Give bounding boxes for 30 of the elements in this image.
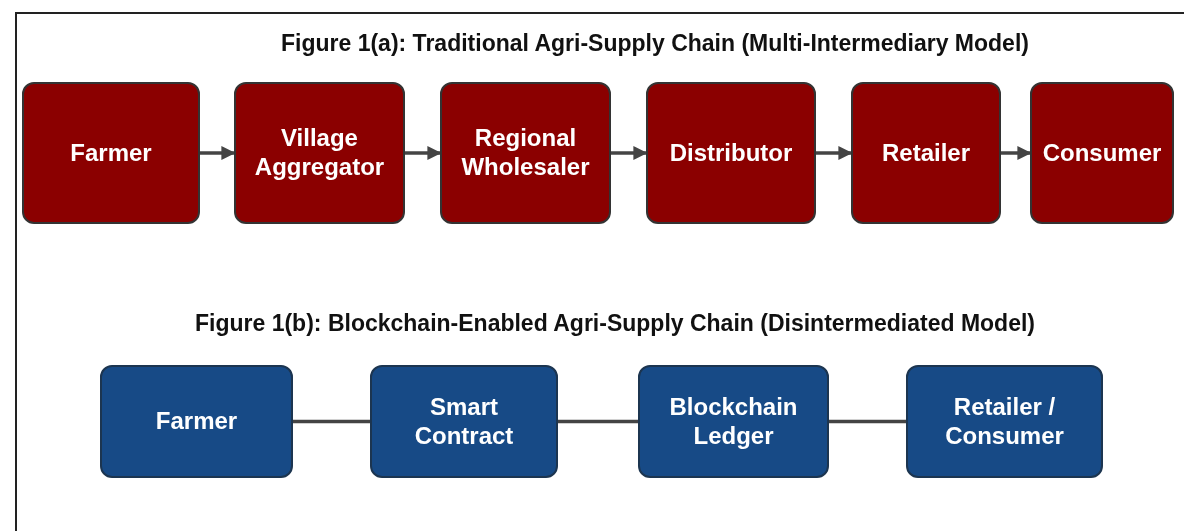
- connector-line: [558, 419, 638, 424]
- process-box: [234, 82, 405, 224]
- process-box: [851, 82, 1001, 224]
- box-label: Farmer: [155, 407, 238, 436]
- box-label: Retailer / Consumer: [944, 392, 1065, 451]
- box-label: Blockchain Ledger: [668, 392, 799, 451]
- process-box: [370, 365, 558, 478]
- arrow: [816, 146, 853, 160]
- arrow: [611, 146, 648, 160]
- process-box: [440, 82, 611, 224]
- figure-title: Figure 1(b): Blockchain-Enabled Agri-Supply Chain (Disintermediated Model): [195, 310, 1035, 337]
- process-box: [646, 82, 816, 224]
- connector-line: [293, 419, 370, 424]
- process-box: [906, 365, 1103, 478]
- box-label: Smart Contract: [413, 392, 515, 451]
- box-label: Village Aggregator: [253, 124, 386, 182]
- process-box: [638, 365, 829, 478]
- arrow: [1001, 146, 1032, 160]
- process-box: [1030, 82, 1174, 224]
- process-box: [22, 82, 200, 224]
- box-label: Regional Wholesaler: [460, 124, 591, 182]
- arrow: [200, 146, 236, 160]
- box-label: Retailer: [881, 138, 970, 168]
- connector-line: [829, 419, 906, 424]
- figure-title: Figure 1(a): Traditional Agri-Supply Chain (Multi-Intermediary Model): [281, 30, 1029, 57]
- process-box: [100, 365, 293, 478]
- box-label: Farmer: [70, 138, 152, 168]
- box-label: Distributor: [669, 138, 793, 168]
- box-label: Consumer: [1042, 138, 1162, 168]
- arrow: [405, 146, 442, 160]
